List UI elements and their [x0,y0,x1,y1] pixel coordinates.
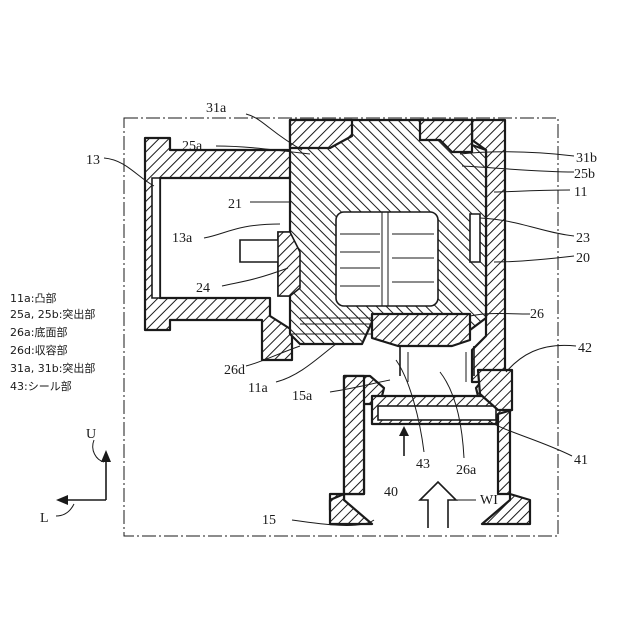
label-31a: 31a [206,101,227,116]
flow-arrow-wi [420,482,456,528]
label-23: 23 [576,231,590,246]
label-15a: 15a [292,389,313,404]
legend: 11a:凸部 25a, 25b:突出部 26a:底面部 26d:収容部 31a,… [10,291,95,393]
legend-line: 26d:収容部 [10,343,68,357]
label-24: 24 [196,281,210,296]
label-13a: 13a [172,231,193,246]
label-wi: WI [480,493,498,508]
axis-label-up: U [86,427,96,442]
label-13: 13 [86,153,100,168]
neck [400,346,474,382]
side-notch-13a [240,232,300,296]
legend-line: 26a:底面部 [10,325,67,339]
label-26a: 26a [456,463,477,478]
label-42: 42 [578,341,592,356]
arrow-40 [399,426,409,456]
right-notch [470,214,480,262]
label-40: 40 [384,485,398,500]
legend-line: 31a, 31b:突出部 [10,361,95,375]
legend-line: 43:シール部 [10,379,72,393]
label-25b: 25b [574,167,595,182]
label-20: 20 [576,251,590,266]
label-31b: 31b [576,151,597,166]
label-41: 41 [574,453,588,468]
label-43: 43 [416,457,430,472]
disc-26 [372,314,470,346]
direction-axes [56,440,111,516]
cavity-23 [336,212,438,306]
label-21: 21 [228,197,242,212]
legend-line: 25a, 25b:突出部 [10,307,95,321]
axis-label-left: L [40,511,49,526]
label-26d: 26d [224,363,245,378]
label-15: 15 [262,513,276,528]
label-11: 11 [574,185,587,200]
label-25a: 25a [182,139,203,154]
label-26: 26 [530,307,544,322]
legend-line: 11a:凸部 [10,291,56,305]
label-11a: 11a [248,381,268,396]
